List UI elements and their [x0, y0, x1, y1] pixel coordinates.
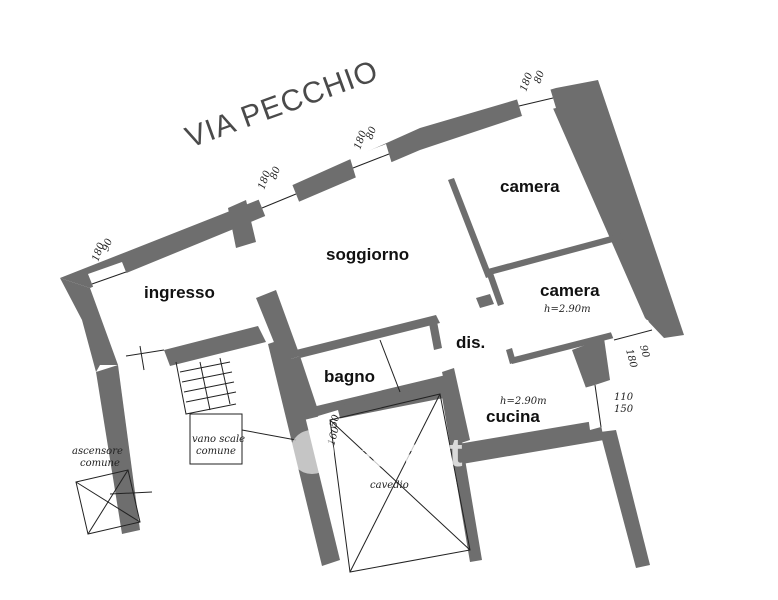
wall-camera-2-south [510, 332, 614, 364]
room-bagno: bagno [324, 367, 375, 386]
wall-stair-west [96, 365, 140, 534]
wall-camera-1 [448, 178, 492, 278]
watermark-text: casa.it [338, 431, 463, 475]
room-cucina: cucina [486, 407, 540, 426]
dim-w7-a: 50 [328, 413, 342, 429]
street-label: VIA PECCHIO [181, 54, 383, 154]
dim-w5-b: 180 [623, 348, 639, 370]
room-cucina-height: h=2.90m [500, 396, 547, 407]
doors [125, 339, 401, 393]
room-camera-2-height: h=2.90m [544, 304, 591, 315]
elevator [75, 469, 153, 535]
walls [60, 80, 684, 568]
wall-cucina-east [572, 338, 610, 388]
room-ingresso: ingresso [144, 283, 215, 302]
dim-w6-b: 150 [614, 404, 634, 415]
stairs [175, 357, 297, 465]
room-camera-2: camera [540, 281, 600, 300]
room-cavedio: cavedio [370, 480, 409, 491]
wall-bagno-top [296, 315, 440, 358]
wall-east-lower [600, 430, 650, 568]
wall-cucina-south [458, 420, 604, 464]
wall-cavedio-east [440, 382, 482, 562]
dim-w6-a: 110 [614, 392, 634, 403]
label-vano-scale: vano scale [192, 434, 245, 445]
dim-w2-a: 80 [268, 165, 283, 181]
dim-w5-a: 90 [637, 344, 651, 360]
window-dimensions: 90 180 80 180 80 180 80 180 90 180 110 1… [90, 69, 651, 447]
wall-camera-2-west [486, 270, 504, 306]
dim-w4-a: 80 [532, 69, 547, 85]
dim-w1-a: 90 [100, 237, 115, 253]
wall-dis [476, 294, 494, 308]
windows [88, 88, 656, 440]
west-wall [60, 278, 118, 372]
room-dis: dis. [456, 333, 485, 352]
label-vano-scale-comune: comune [196, 446, 236, 457]
room-camera-1: camera [500, 177, 560, 196]
watermark: casa.it [290, 430, 463, 475]
wall-stub-2 [506, 348, 516, 364]
wall-cavedio-north [318, 385, 444, 422]
pier-ingresso [228, 200, 256, 248]
room-soggiorno: soggiorno [326, 245, 409, 264]
cavedio-cross [329, 393, 471, 573]
wall-stub-1 [428, 316, 442, 350]
label-ascensore: ascensore [72, 446, 123, 457]
wall-ingresso-south [164, 326, 266, 366]
wall-soggiorno-bagno [256, 290, 300, 362]
wall-camera-split [484, 232, 628, 276]
label-ascensore-comune: comune [80, 458, 120, 469]
dim-w3-a: 80 [364, 125, 379, 141]
